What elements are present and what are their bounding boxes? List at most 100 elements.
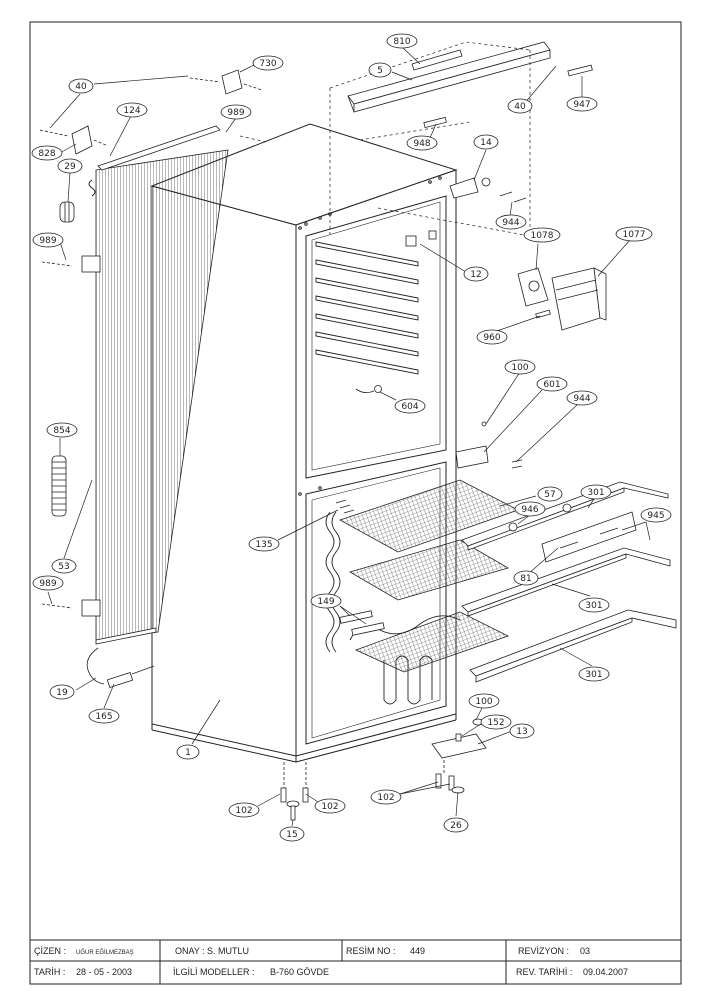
bracket-810 <box>411 49 463 71</box>
grommet-29 <box>59 201 75 223</box>
pin-947 <box>567 64 593 77</box>
callout-number: 29 <box>64 162 76 172</box>
callout-number: 854 <box>53 426 70 436</box>
callout-number: 102 <box>321 802 338 812</box>
title-block-text: ÇİZEN : UĞUR EĞİLMEZBAŞ ONAY : S. MUTLU … <box>34 946 628 977</box>
callout-number: 828 <box>38 149 55 159</box>
callout-number: 102 <box>235 806 252 816</box>
approved-by-label: ONAY : <box>175 946 205 956</box>
capillary-19-165 <box>86 647 155 689</box>
callout-828: 828 <box>31 145 63 161</box>
callout-730: 730 <box>252 55 284 71</box>
callout-81: 81 <box>513 570 539 586</box>
callout-bubble <box>463 266 489 282</box>
callout-102: 102 <box>228 802 260 818</box>
middle-hinge-601 <box>455 421 523 469</box>
callout-bubble <box>31 145 63 161</box>
callout-948: 948 <box>406 135 438 151</box>
callout-bubble <box>368 62 392 78</box>
callout-1: 1 <box>176 744 200 760</box>
callout-bubble <box>640 507 672 523</box>
clip-828 <box>39 125 109 155</box>
callout-149: 149 <box>310 593 342 609</box>
callout-number: 944 <box>573 394 590 404</box>
leader-lines <box>47 46 651 827</box>
callout-165: 165 <box>88 708 120 724</box>
callout-number: 730 <box>259 59 276 69</box>
callout-number: 1 <box>185 748 191 758</box>
callout-601: 601 <box>536 376 568 392</box>
callout-bubble <box>537 486 563 502</box>
callout-number: 1078 <box>531 231 554 241</box>
callout-bubble <box>228 802 260 818</box>
callout-bubble <box>252 55 284 71</box>
callout-number: 14 <box>480 138 492 148</box>
callout-bubble <box>314 798 346 814</box>
callout-bubble <box>220 104 252 120</box>
callout-bubble <box>88 708 120 724</box>
callout-854: 854 <box>46 422 78 438</box>
callout-bubble <box>473 134 499 150</box>
washers-946 <box>508 503 572 532</box>
callout-bubble <box>57 158 83 174</box>
revision-value: 03 <box>580 946 590 956</box>
callout-bubble <box>394 398 426 414</box>
callout-bubble <box>68 78 94 94</box>
callout-bubble <box>49 684 75 700</box>
callout-40: 40 <box>507 98 533 114</box>
callout-1078: 1078 <box>523 227 561 243</box>
callout-102: 102 <box>370 789 402 805</box>
date-value: 28 - 05 - 2003 <box>76 967 132 977</box>
callout-number: 40 <box>75 82 87 92</box>
callout-135: 135 <box>248 536 280 552</box>
screws-135 <box>335 499 355 514</box>
callout-number: 604 <box>401 402 418 412</box>
callout-960: 960 <box>476 329 508 345</box>
callout-301: 301 <box>580 484 612 500</box>
freezer-shelves <box>315 241 419 375</box>
door-trim-301-top <box>461 481 669 551</box>
callout-number: 960 <box>483 333 500 343</box>
callout-number: 149 <box>317 597 334 607</box>
callout-bubble <box>116 102 148 118</box>
callout-15: 15 <box>279 826 305 842</box>
callout-53: 53 <box>51 558 77 574</box>
lamp-cover-1078 <box>517 267 549 307</box>
callout-number: 165 <box>95 712 112 722</box>
callout-bubble <box>248 536 280 552</box>
callout-26: 26 <box>443 817 469 833</box>
callout-number: 810 <box>393 37 410 47</box>
wire-shelf-middle <box>348 539 510 601</box>
revision-date-label: REV. TARİHİ : <box>516 967 572 977</box>
sheet-border <box>29 21 682 985</box>
callout-5: 5 <box>368 62 392 78</box>
bracket-989-upper <box>41 255 101 273</box>
callout-number: 135 <box>255 540 272 550</box>
lamp-housing-1077 <box>551 267 607 331</box>
callout-100: 100 <box>504 359 536 375</box>
callout-40: 40 <box>68 78 94 94</box>
callout-number: 102 <box>377 793 394 803</box>
callout-number: 946 <box>521 505 538 515</box>
callout-number: 13 <box>516 727 527 737</box>
callout-19: 19 <box>49 684 75 700</box>
callout-13: 13 <box>509 723 535 739</box>
callout-number: 947 <box>573 100 590 110</box>
callout-12: 12 <box>463 266 489 282</box>
condenser-53 <box>88 149 229 641</box>
callout-604: 604 <box>394 398 426 414</box>
callout-number: 948 <box>413 139 430 149</box>
callout-bubble <box>509 723 535 739</box>
callout-number: 301 <box>587 488 604 498</box>
drawn-by-label: ÇİZEN : <box>34 946 66 956</box>
thermostat-bulb <box>355 385 382 393</box>
door-trim-301-bottom <box>469 609 677 683</box>
callout-57: 57 <box>537 486 563 502</box>
callout-bubble <box>51 558 77 574</box>
assembly-lines-top <box>239 41 531 237</box>
callout-989: 989 <box>220 104 252 120</box>
approved-by-value: S. MUTLU <box>207 946 249 956</box>
related-models-value: B-760 GÖVDE <box>270 967 329 977</box>
callout-bubble <box>566 390 598 406</box>
